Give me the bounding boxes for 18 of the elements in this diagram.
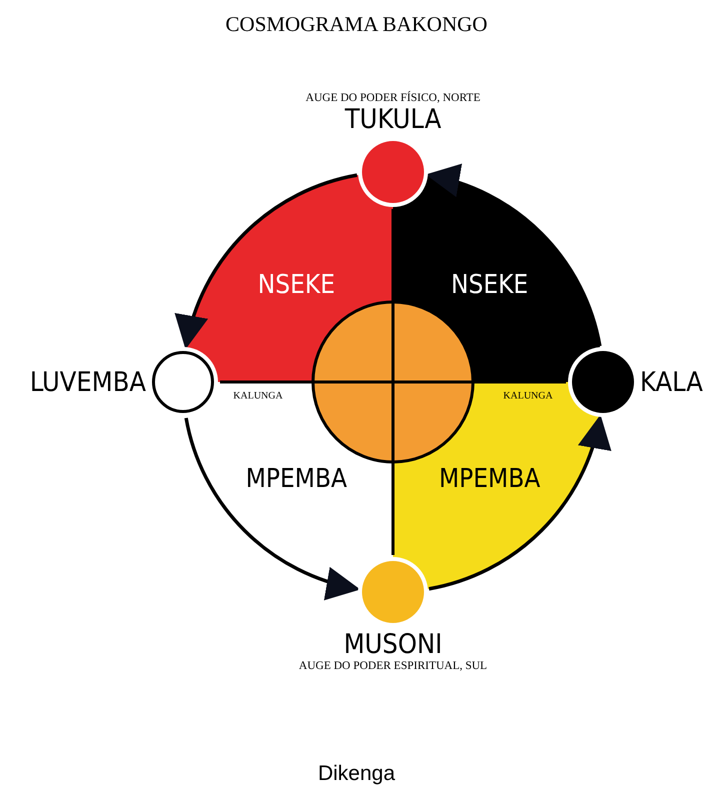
arrow [426,166,602,346]
quadrant-label: MPEMBA [246,464,348,494]
arrow [428,414,610,591]
quadrant-label: MPEMBA [438,464,540,494]
direction-name: MUSONI [344,629,442,660]
description-text: AUGE DO PODER ESPIRITUAL, SUL [298,660,488,672]
quadrant-label: NSEKE [450,270,528,300]
boundary-label: KALUNGA [233,390,283,402]
quadrant-label: NSEKE [258,270,336,300]
boundary-label: KALUNGA [503,390,553,402]
direction-name: KALA [640,366,703,398]
arrow [184,418,360,598]
description-text: AUGE DO PODER FÍSICO, NORTE [306,92,480,104]
direction-name: TUKULA [344,104,442,135]
caption: Dikenga [316,762,396,786]
direction-name: LUVEMBA [30,366,146,398]
diagram-title: COSMOGRAMA BAKONGO [224,12,488,37]
arrow [176,173,358,350]
